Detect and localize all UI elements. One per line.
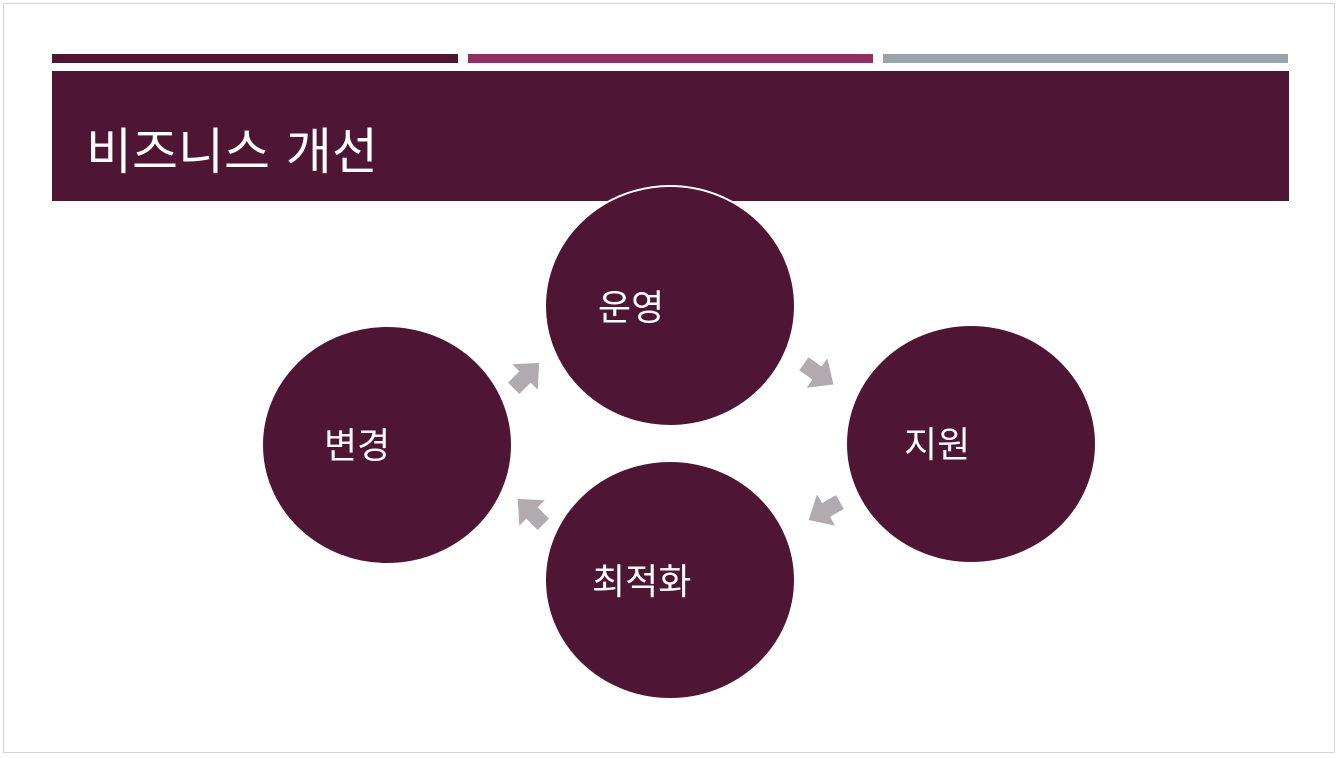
cycle-node-change[interactable]: 변경	[261, 325, 513, 565]
accent-bar-2	[468, 54, 873, 63]
node-label-operation: 운영	[598, 288, 664, 329]
arrow-change-to-operation	[508, 362, 540, 394]
title-band	[52, 71, 1289, 201]
node-label-change: 변경	[324, 426, 390, 467]
arrow-operation-to-support	[799, 357, 834, 388]
node-label-optimize: 최적화	[592, 562, 691, 603]
slide-title[interactable]: 비즈니스 개선	[86, 123, 378, 181]
node-label-support: 지원	[904, 425, 970, 466]
accent-bar-3	[883, 54, 1288, 63]
cycle-node-support[interactable]: 지원	[845, 324, 1097, 564]
cycle-node-operation[interactable]: 운영	[544, 185, 796, 427]
arrow-optimize-to-change	[517, 498, 549, 530]
cycle-node-optimize[interactable]: 최적화	[544, 460, 796, 700]
arrow-support-to-optimize	[808, 494, 844, 526]
accent-bar-1	[52, 54, 458, 63]
